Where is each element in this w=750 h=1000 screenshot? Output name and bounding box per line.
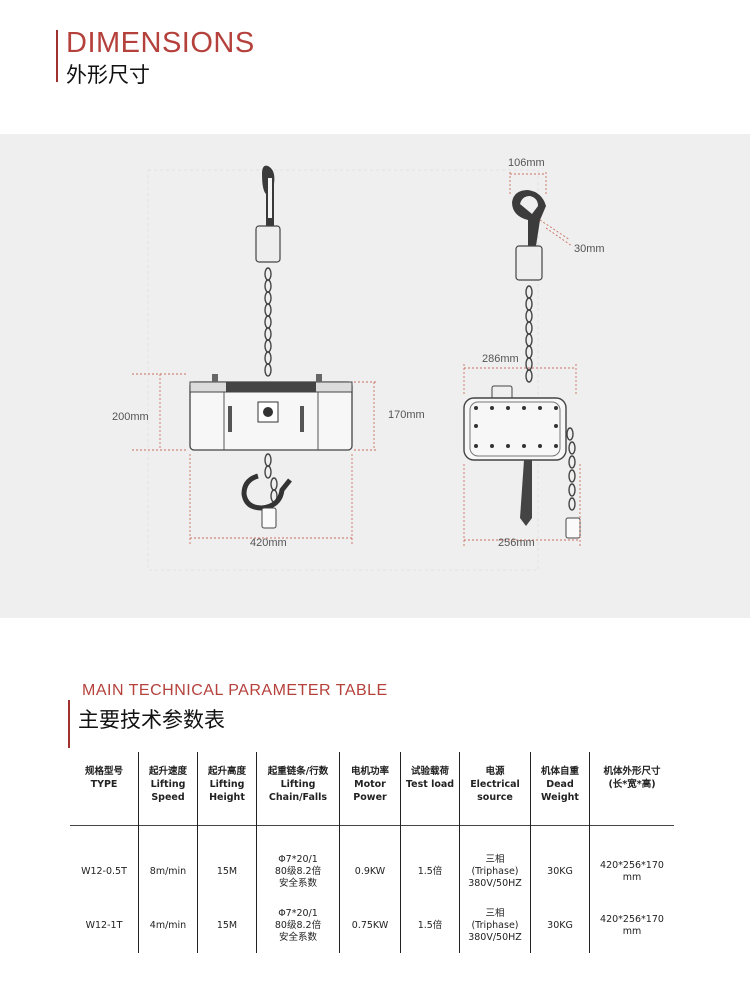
cell-type: W12-0.5T	[70, 825, 139, 898]
cell-source: 三相(Triphase)380V/50HZ	[459, 898, 531, 953]
cell-height: 15M	[197, 825, 257, 898]
table-accent-bar	[68, 700, 70, 748]
front-view: 200mm 170mm 420mm	[112, 165, 425, 549]
side-hook-throat-label: 30mm	[574, 243, 605, 255]
cell-power: 0.75KW	[339, 898, 401, 953]
dimensions-title: DIMENSIONS	[66, 27, 255, 59]
front-height-total-label: 200mm	[112, 411, 149, 423]
side-hook-width-label: 106mm	[508, 157, 545, 169]
cell-speed: 8m/min	[138, 825, 198, 898]
cell-height: 15M	[197, 898, 257, 953]
cell-source: 三相(Triphase)380V/50HZ	[459, 825, 531, 898]
table-title-cn: 主要技术参数表	[78, 708, 225, 732]
front-width-label: 420mm	[250, 537, 287, 549]
cell-test-load: 1.5倍	[400, 898, 460, 953]
side-top-width-label: 286mm	[482, 353, 519, 365]
cell-power: 0.9KW	[339, 825, 401, 898]
header-dimensions: 机体外形尺寸(长*宽*高)	[603, 766, 661, 790]
cell-weight: 30KG	[530, 825, 590, 898]
side-bottom-width-label: 256mm	[498, 537, 535, 549]
side-view: 106mm 30mm 286mm 256mm	[463, 157, 605, 549]
cell-test-load: 1.5倍	[400, 825, 460, 898]
hoist-drawing: 200mm 170mm 420mm	[112, 157, 605, 571]
cell-weight: 30KG	[530, 898, 590, 953]
dimensions-title-cn: 外形尺寸	[66, 63, 150, 87]
dimensions-drawing-panel: 200mm 170mm 420mm	[0, 134, 750, 618]
front-height-body-label: 170mm	[388, 409, 425, 421]
dimensions-accent-bar	[56, 30, 58, 82]
table-title: MAIN TECHNICAL PARAMETER TABLE	[82, 682, 388, 699]
cell-type: W12-1T	[70, 898, 139, 953]
cell-speed: 4m/min	[138, 898, 198, 953]
